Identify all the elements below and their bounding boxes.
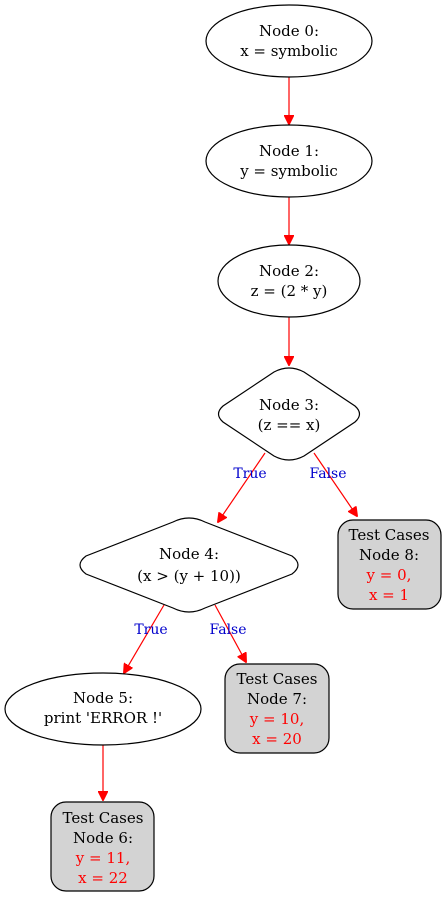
node-1-title: Node 1:: [259, 142, 319, 160]
node-1: Node 1: y = symbolic: [205, 124, 373, 198]
node-6-heading: Test Cases: [63, 809, 144, 827]
node-2-title: Node 2:: [259, 262, 319, 280]
node-3: Node 3: (z == x): [217, 367, 361, 461]
node-7-test-cases: Test Cases Node 7: y = 10, x = 20: [224, 663, 330, 754]
node-7-heading: Test Cases: [237, 670, 318, 688]
node-0-statement: x = symbolic: [240, 42, 338, 60]
node-2: Node 2: z = (2 * y): [217, 244, 361, 318]
node-7-value-y: y = 10,: [249, 710, 304, 728]
edge-label-n3-n4: True: [233, 466, 266, 482]
edge-label-n3-n8: False: [309, 466, 346, 482]
edge-n4-n7: [214, 604, 246, 662]
node-6-test-cases: Test Cases Node 6: y = 11, x = 22: [50, 801, 155, 892]
node-5-title: Node 5:: [73, 689, 133, 707]
edge-label-n4-n7: False: [209, 622, 246, 638]
edge-n3-n8: [313, 452, 357, 516]
node-8-value-x: x = 1: [369, 586, 409, 604]
node-3-condition: (z == x): [258, 416, 321, 434]
node-5: Node 5: print 'ERROR !': [4, 672, 202, 746]
edge-n4-n5: [124, 604, 165, 673]
node-3-title: Node 3:: [259, 396, 319, 414]
node-1-statement: y = symbolic: [239, 162, 338, 180]
node-5-statement: print 'ERROR !': [44, 709, 162, 727]
node-8-value-y: y = 0,: [366, 566, 412, 584]
node-4-condition: (x > (y + 10)): [137, 567, 241, 585]
node-0: Node 0: x = symbolic: [205, 4, 373, 78]
node-8-heading: Test Cases: [349, 526, 430, 544]
edge-label-n4-n5: True: [134, 622, 167, 638]
node-8-label: Node 8:: [359, 546, 419, 564]
node-4: Node 4: (x > (y + 10)): [79, 517, 299, 613]
node-7-label: Node 7:: [247, 690, 307, 708]
node-6-value-y: y = 11,: [75, 849, 130, 867]
node-7-value-x: x = 20: [252, 730, 302, 748]
edge-n3-n4: [218, 452, 266, 522]
node-2-statement: z = (2 * y): [251, 282, 328, 300]
node-6-value-x: x = 22: [78, 869, 128, 887]
node-4-title: Node 4:: [159, 545, 219, 563]
node-8-test-cases: Test Cases Node 8: y = 0, x = 1: [337, 519, 442, 610]
node-0-title: Node 0:: [259, 22, 319, 40]
node-6-label: Node 6:: [73, 829, 133, 847]
